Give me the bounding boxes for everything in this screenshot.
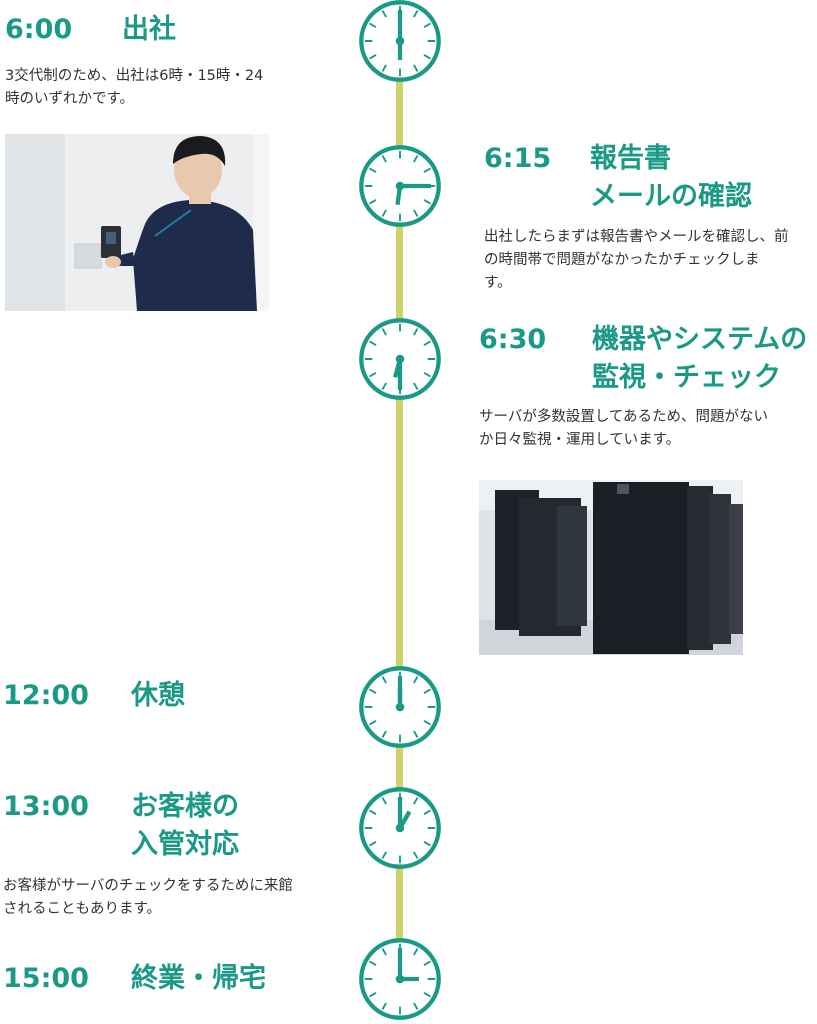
entry-time: 15:00: [3, 963, 89, 994]
entry-title: 6:00 出社: [5, 11, 176, 49]
entry-label: 機器やシステムの 監視・チェック: [592, 324, 808, 393]
employee-entry-photo: [5, 134, 269, 311]
entry-label: お客様の 入管対応: [131, 791, 239, 860]
server-room-photo: [479, 480, 743, 655]
clock-icon: [357, 143, 443, 229]
clock-icon: [357, 0, 443, 84]
entry-title: 13:00 お客様の 入管対応: [3, 788, 239, 864]
clock-icon: [357, 936, 443, 1022]
entry-label: 出社: [122, 14, 176, 45]
clock-icon: [357, 664, 443, 750]
entry-label: 休憩: [131, 680, 185, 711]
entry-description: 3交代制のため、出社は6時・15時・24 時のいずれかです。: [5, 68, 264, 107]
clock-icon: [357, 785, 443, 871]
entry-title: 6:30 機器やシステムの 監視・チェック: [479, 321, 807, 397]
entry-description: 出社したらまずは報告書やメールを確認し、前 の時間帯で問題がなかったかチェックし…: [484, 229, 789, 291]
entry-time: 13:00: [3, 791, 89, 822]
entry-time: 6:30: [479, 324, 547, 355]
entry-description: お客様がサーバのチェックをするために来館 されることもあります。: [3, 878, 293, 917]
clock-icon: [357, 316, 443, 402]
entry-time: 12:00: [3, 680, 89, 711]
entry-label: 報告書 メールの確認: [590, 143, 752, 212]
entry-title: 12:00 休憩: [3, 677, 185, 715]
entry-time: 6:00: [5, 14, 73, 45]
timeline-line: [396, 40, 403, 1000]
entry-title: 6:15 報告書 メールの確認: [484, 140, 752, 216]
entry-title: 15:00 終業・帰宅: [3, 960, 266, 998]
entry-label: 終業・帰宅: [131, 963, 266, 994]
entry-description: サーバが多数設置してあるため、問題がない か日々監視・運用しています。: [479, 409, 768, 448]
entry-time: 6:15: [484, 143, 552, 174]
